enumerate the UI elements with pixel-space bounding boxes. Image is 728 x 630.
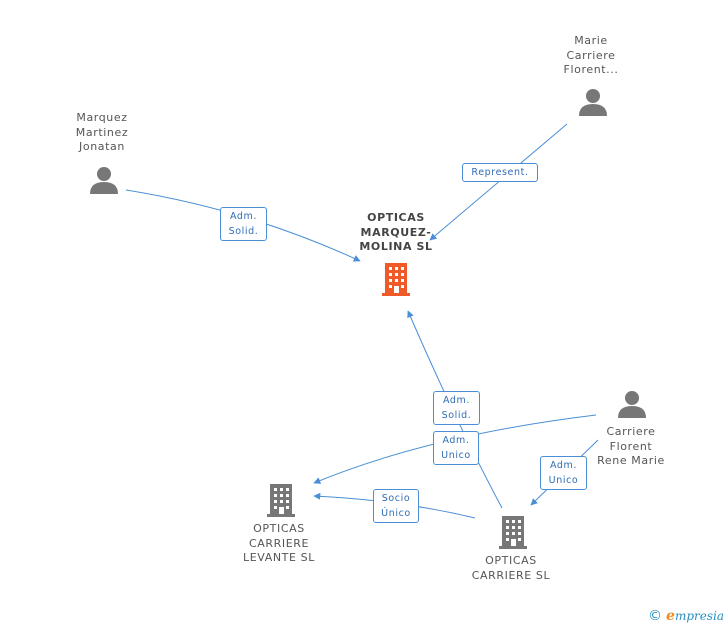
person-marquez-label-line-2: Martinez: [75, 125, 129, 139]
main-company-label[interactable]: OPTICAS MARQUEZ- MOLINA SL: [344, 211, 448, 255]
edge-badge-person-carriere-sl[interactable]: Adm. Unico: [540, 456, 587, 490]
edge-badge-line: Unico: [441, 450, 471, 461]
person-marie-label-line-1: Marie: [574, 34, 608, 47]
person-marquez-label-line-1: Marquez: [76, 111, 128, 124]
edge-badge-line: Represent.: [471, 167, 529, 178]
person-carriere-label-line-2: Florent: [609, 439, 653, 453]
edge-badge-line: Unico: [548, 475, 579, 486]
building-icon[interactable]: [498, 515, 530, 549]
person-icon[interactable]: [617, 390, 647, 418]
edge-badge-line: Adm.: [229, 211, 258, 222]
company-carriere-sl-label-line-1: OPTICAS: [485, 554, 537, 567]
company-levante-label-line-1: OPTICAS: [253, 522, 305, 535]
edge-marie-main: [429, 123, 568, 241]
main-company-label-line-2: MARQUEZ-: [360, 225, 432, 239]
person-marquez-label[interactable]: Marquez Martinez Jonatan: [60, 111, 144, 155]
main-company-label-line-3: MOLINA SL: [359, 240, 433, 253]
person-marie-label[interactable]: Marie Carriere Florent...: [549, 34, 633, 78]
person-icon[interactable]: [578, 88, 608, 116]
edge-badge-line: Solid.: [441, 410, 472, 421]
company-levante-label-line-3: LEVANTE SL: [243, 551, 315, 564]
brand-logo-text: mpresia: [674, 609, 724, 623]
company-carriere-sl-label-line-2: CARRIERE SL: [471, 568, 551, 582]
person-carriere-label-line-3: Rene Marie: [597, 454, 665, 467]
company-carriere-sl-label[interactable]: OPTICAS CARRIERE SL: [466, 554, 556, 583]
company-levante-label-line-2: CARRIERE: [248, 536, 310, 550]
brand-logo-initial: e: [666, 608, 675, 624]
edge-badge-line: Solid.: [228, 226, 259, 237]
person-marquez-label-line-3: Jonatan: [79, 140, 125, 153]
edge-badge-person-levante[interactable]: Adm. Unico: [433, 431, 479, 465]
person-marie-label-line-2: Carriere: [566, 48, 616, 62]
building-icon[interactable]: [266, 483, 298, 517]
building-icon[interactable]: [381, 262, 413, 296]
edge-badge-line: Adm.: [442, 395, 471, 406]
company-levante-label[interactable]: OPTICAS CARRIERE LEVANTE SL: [234, 522, 324, 566]
brand-logo: empresia: [666, 608, 724, 624]
person-carriere-label-line-1: Carriere: [606, 425, 656, 438]
edge-badge-line: Socio: [381, 493, 411, 504]
edge-badge-marie-main[interactable]: Represent.: [462, 163, 538, 182]
copyright-brand[interactable]: © empresia: [648, 608, 724, 624]
person-marie-label-line-3: Florent...: [563, 63, 619, 76]
edge-badge-line: Adm.: [442, 435, 470, 446]
edge-badge-line: Adm.: [549, 460, 578, 471]
edge-badge-carriere-sl-levante[interactable]: Socio Único: [373, 489, 419, 523]
copyright-icon: ©: [648, 608, 663, 624]
person-carriere-label[interactable]: Carriere Florent Rene Marie: [586, 425, 676, 469]
edge-badge-line: Único: [381, 508, 411, 519]
main-company-label-line-1: OPTICAS: [367, 211, 425, 224]
person-icon[interactable]: [89, 166, 119, 194]
edge-badge-marquez-main[interactable]: Adm. Solid.: [220, 207, 267, 241]
edge-badge-carriere-sl-main[interactable]: Adm. Solid.: [433, 391, 480, 425]
